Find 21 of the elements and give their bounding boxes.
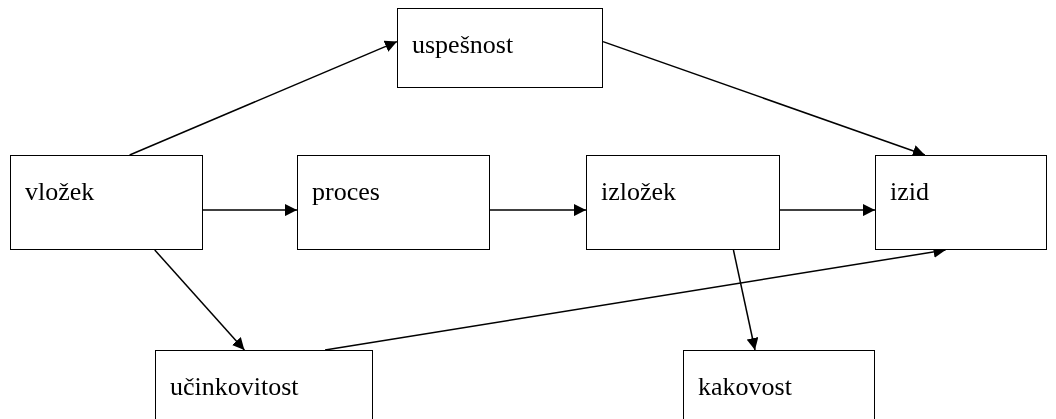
process-box <box>397 8 603 88</box>
process-box <box>10 155 203 250</box>
arrow <box>202 204 298 217</box>
arrow <box>732 249 759 351</box>
process-box <box>875 155 1047 250</box>
box-label: kakovost <box>698 371 793 403</box>
process-box <box>586 155 780 250</box>
arrow <box>602 40 926 157</box>
box-label: proces <box>312 176 381 208</box>
process-box <box>155 350 373 419</box>
arrow <box>128 40 398 156</box>
process-box <box>683 350 875 419</box>
box-label: uspešnost <box>412 29 515 61</box>
arrow <box>779 204 876 217</box>
box-label: izid <box>890 176 930 208</box>
process-box <box>297 155 490 250</box>
box-label: učinkovitost <box>170 371 300 403</box>
arrow <box>154 249 246 351</box>
arrow <box>489 204 587 217</box>
box-label: vložek <box>25 176 96 208</box>
box-label: izložek <box>601 176 678 208</box>
